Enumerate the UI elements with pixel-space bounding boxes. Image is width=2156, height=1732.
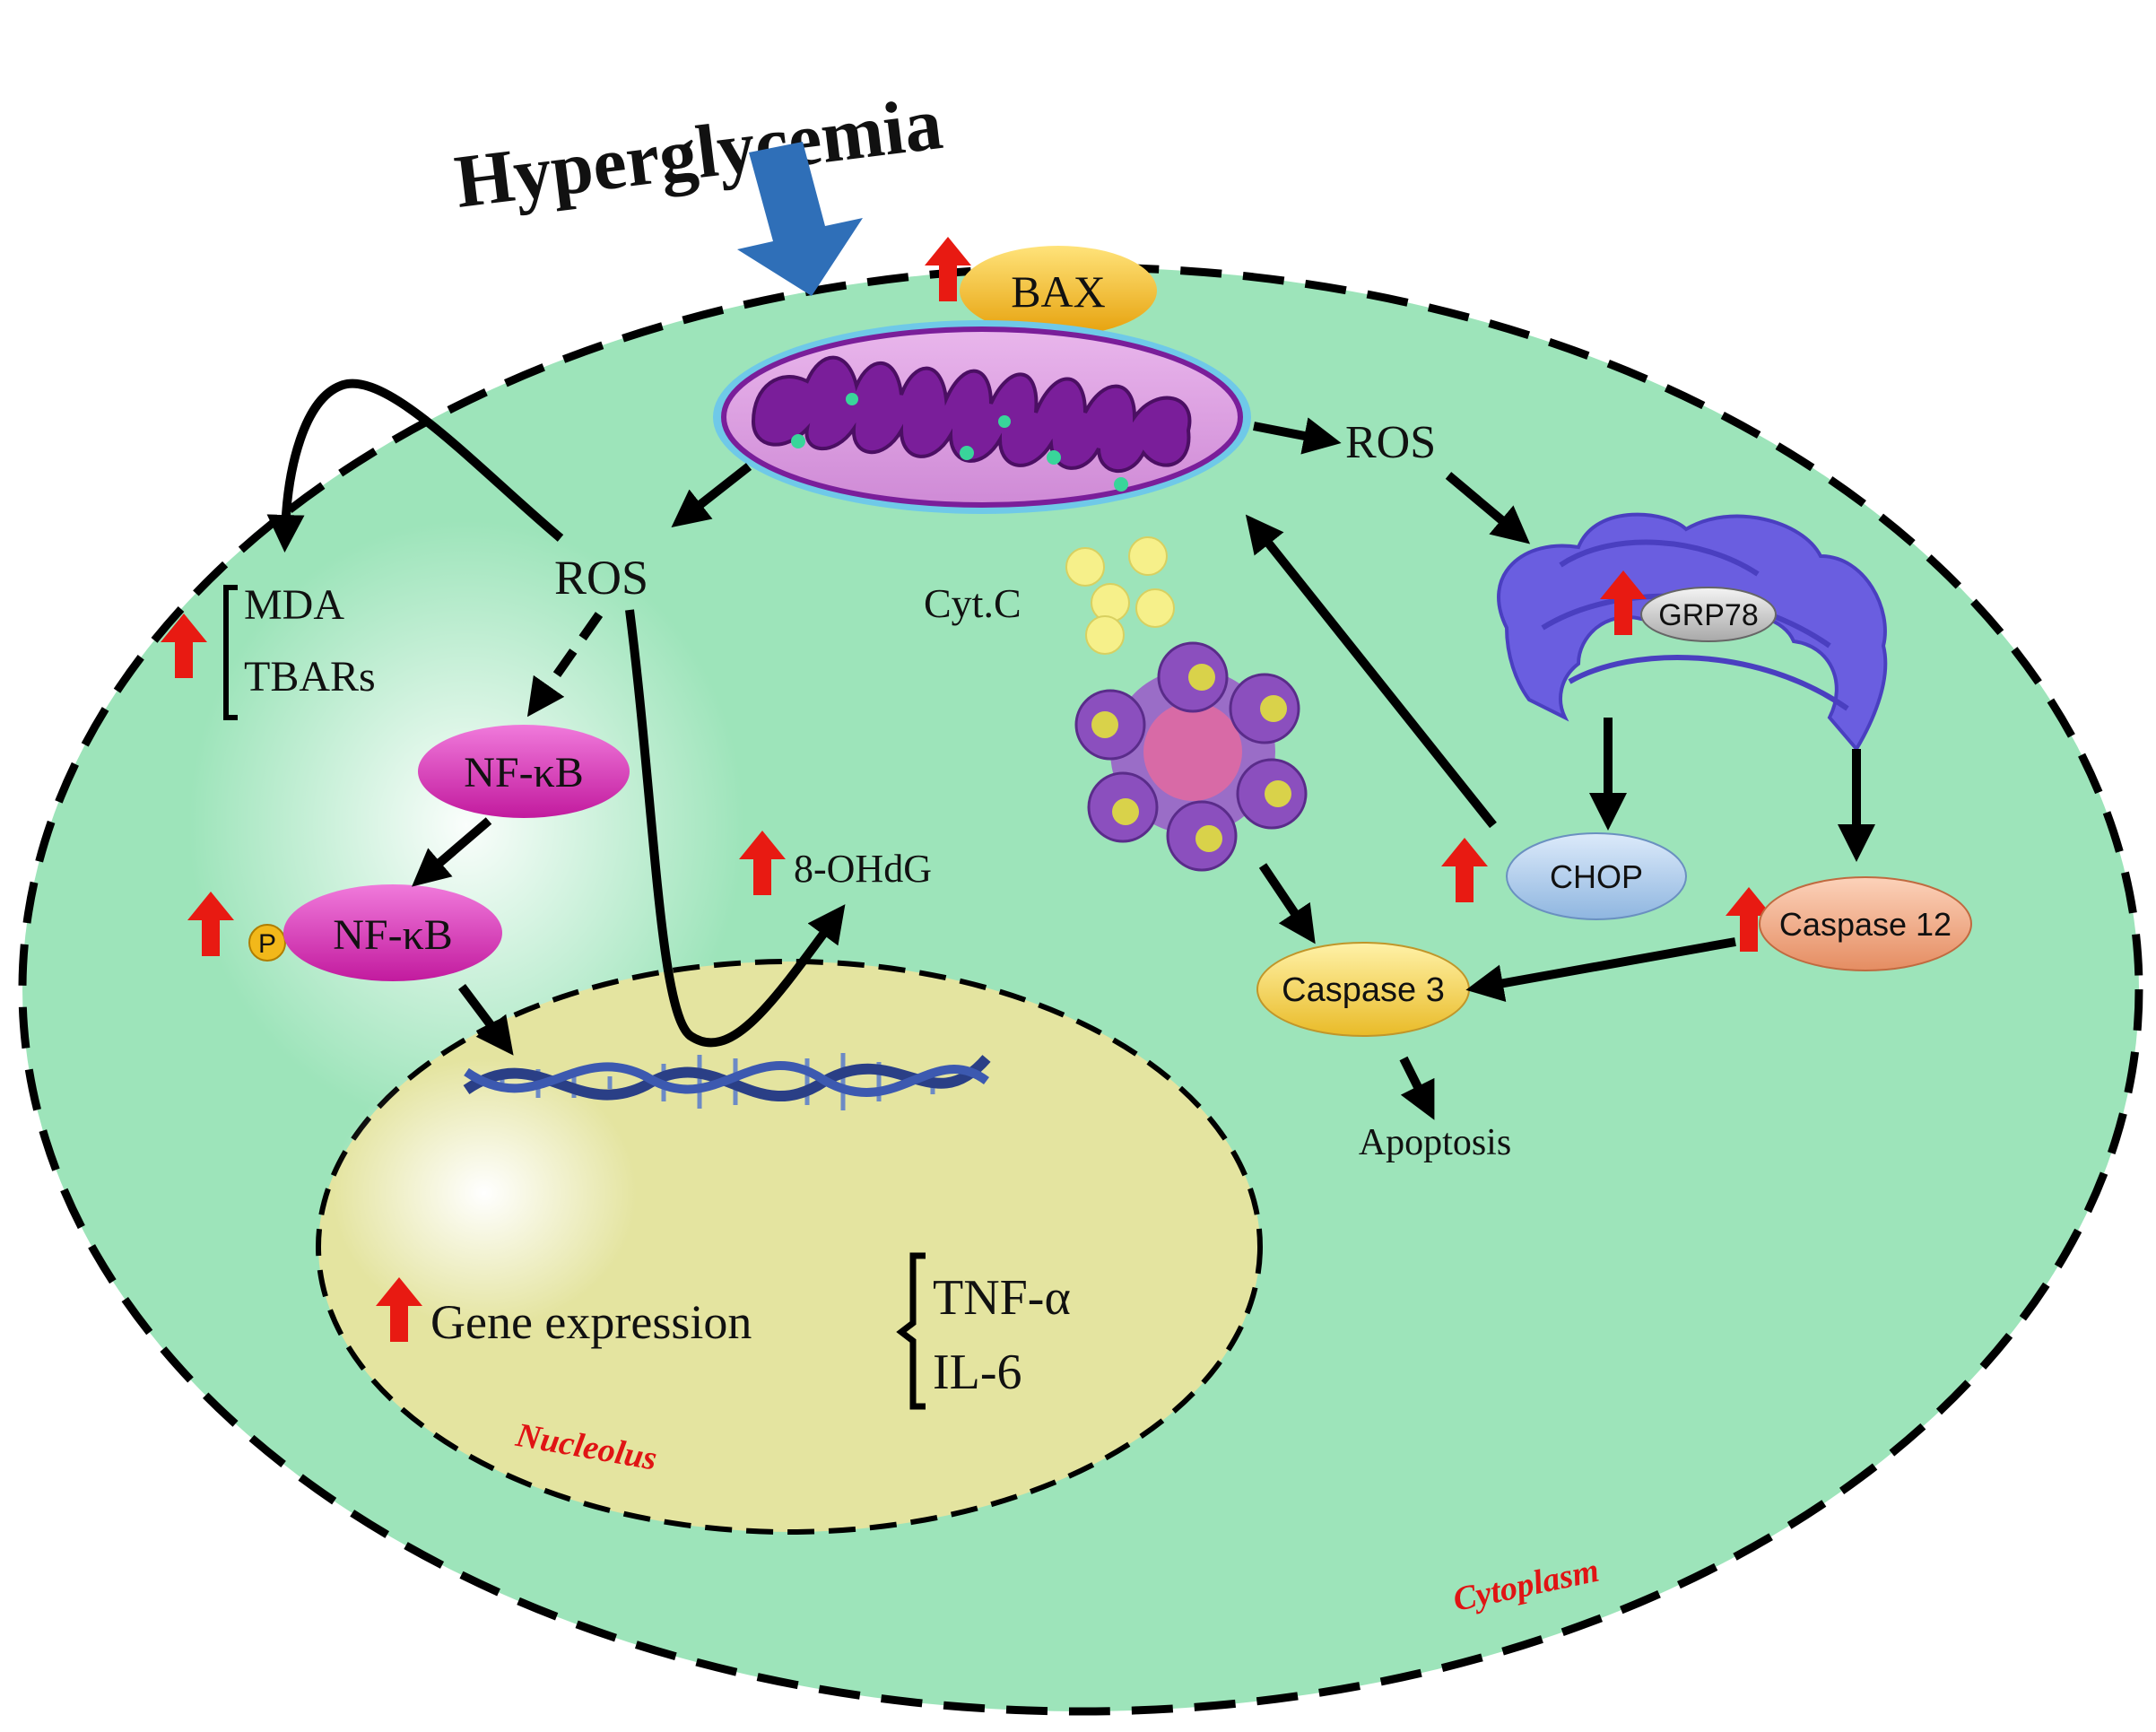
mitochondria (713, 320, 1251, 514)
hyperglycemia-title: Hyperglycemia (450, 82, 946, 224)
tnf-label: TNF-α (933, 1270, 1071, 1326)
arrow-mito-to-ros-right (1253, 417, 1342, 455)
phospho-label: P (258, 929, 276, 959)
arrow-chop-to-mito (1245, 514, 1497, 829)
ros-left-label: ROS (554, 551, 648, 605)
caspase12-oval (1759, 876, 1972, 971)
arrow-ros-to-ohdg (625, 609, 846, 1048)
bax-oval (960, 246, 1157, 335)
ros-right-label: ROS (1345, 417, 1436, 468)
grp78-label: GRP78 (1658, 598, 1759, 632)
caspase12-label: Caspase 12 (1779, 906, 1952, 943)
chop-oval (1506, 832, 1687, 920)
apoptosis-label: Apoptosis (1359, 1122, 1511, 1163)
mda-bracket (223, 585, 238, 720)
nfkb-label: NF-κB (464, 749, 584, 796)
cytoplasm-glow (188, 520, 744, 1130)
arrow-ros-right-to-er (1445, 472, 1531, 544)
phospho-circle (248, 924, 286, 962)
chop-label: CHOP (1550, 858, 1643, 895)
nucleus-glow (332, 1058, 637, 1327)
cytc-dots (1065, 536, 1175, 655)
gene-expression-label: Gene expression (430, 1295, 752, 1349)
arrow-pnfkb-to-dna (458, 984, 514, 1056)
dna-helix (463, 1053, 991, 1110)
arrow-caspase3-to-apoptosis (1399, 1056, 1435, 1120)
arrow-ros-to-mda (266, 379, 564, 553)
ohdg-label: 8-OHdG (794, 847, 932, 891)
arrow-mito-to-ros-left (671, 463, 752, 527)
mda-label: MDA (244, 581, 344, 629)
arrow-apoptosome-to-caspase3 (1258, 863, 1316, 944)
apoptosome (1074, 641, 1308, 872)
pathway-arrows (266, 379, 1875, 1120)
cytc-label: Cyt.C (924, 580, 1021, 626)
grp78-oval (1640, 587, 1777, 642)
tbars-label: TBARs (244, 653, 376, 701)
arrow-ros-to-nfkb (526, 612, 604, 718)
il6-label: IL-6 (933, 1345, 1022, 1400)
pnfkb-label: NF-κB (333, 911, 453, 959)
pnfkb-oval (283, 884, 502, 981)
arrow-caspase12-to-caspase3 (1465, 937, 1736, 1002)
arrow-nfkb-to-pnfkb (412, 817, 492, 887)
caspase3-label: Caspase 3 (1282, 971, 1445, 1009)
bax-label: BAX (1011, 266, 1106, 317)
nfkb-oval (418, 725, 630, 818)
hyperglycemia-arrow (737, 142, 863, 296)
gene-bracket (896, 1252, 926, 1410)
